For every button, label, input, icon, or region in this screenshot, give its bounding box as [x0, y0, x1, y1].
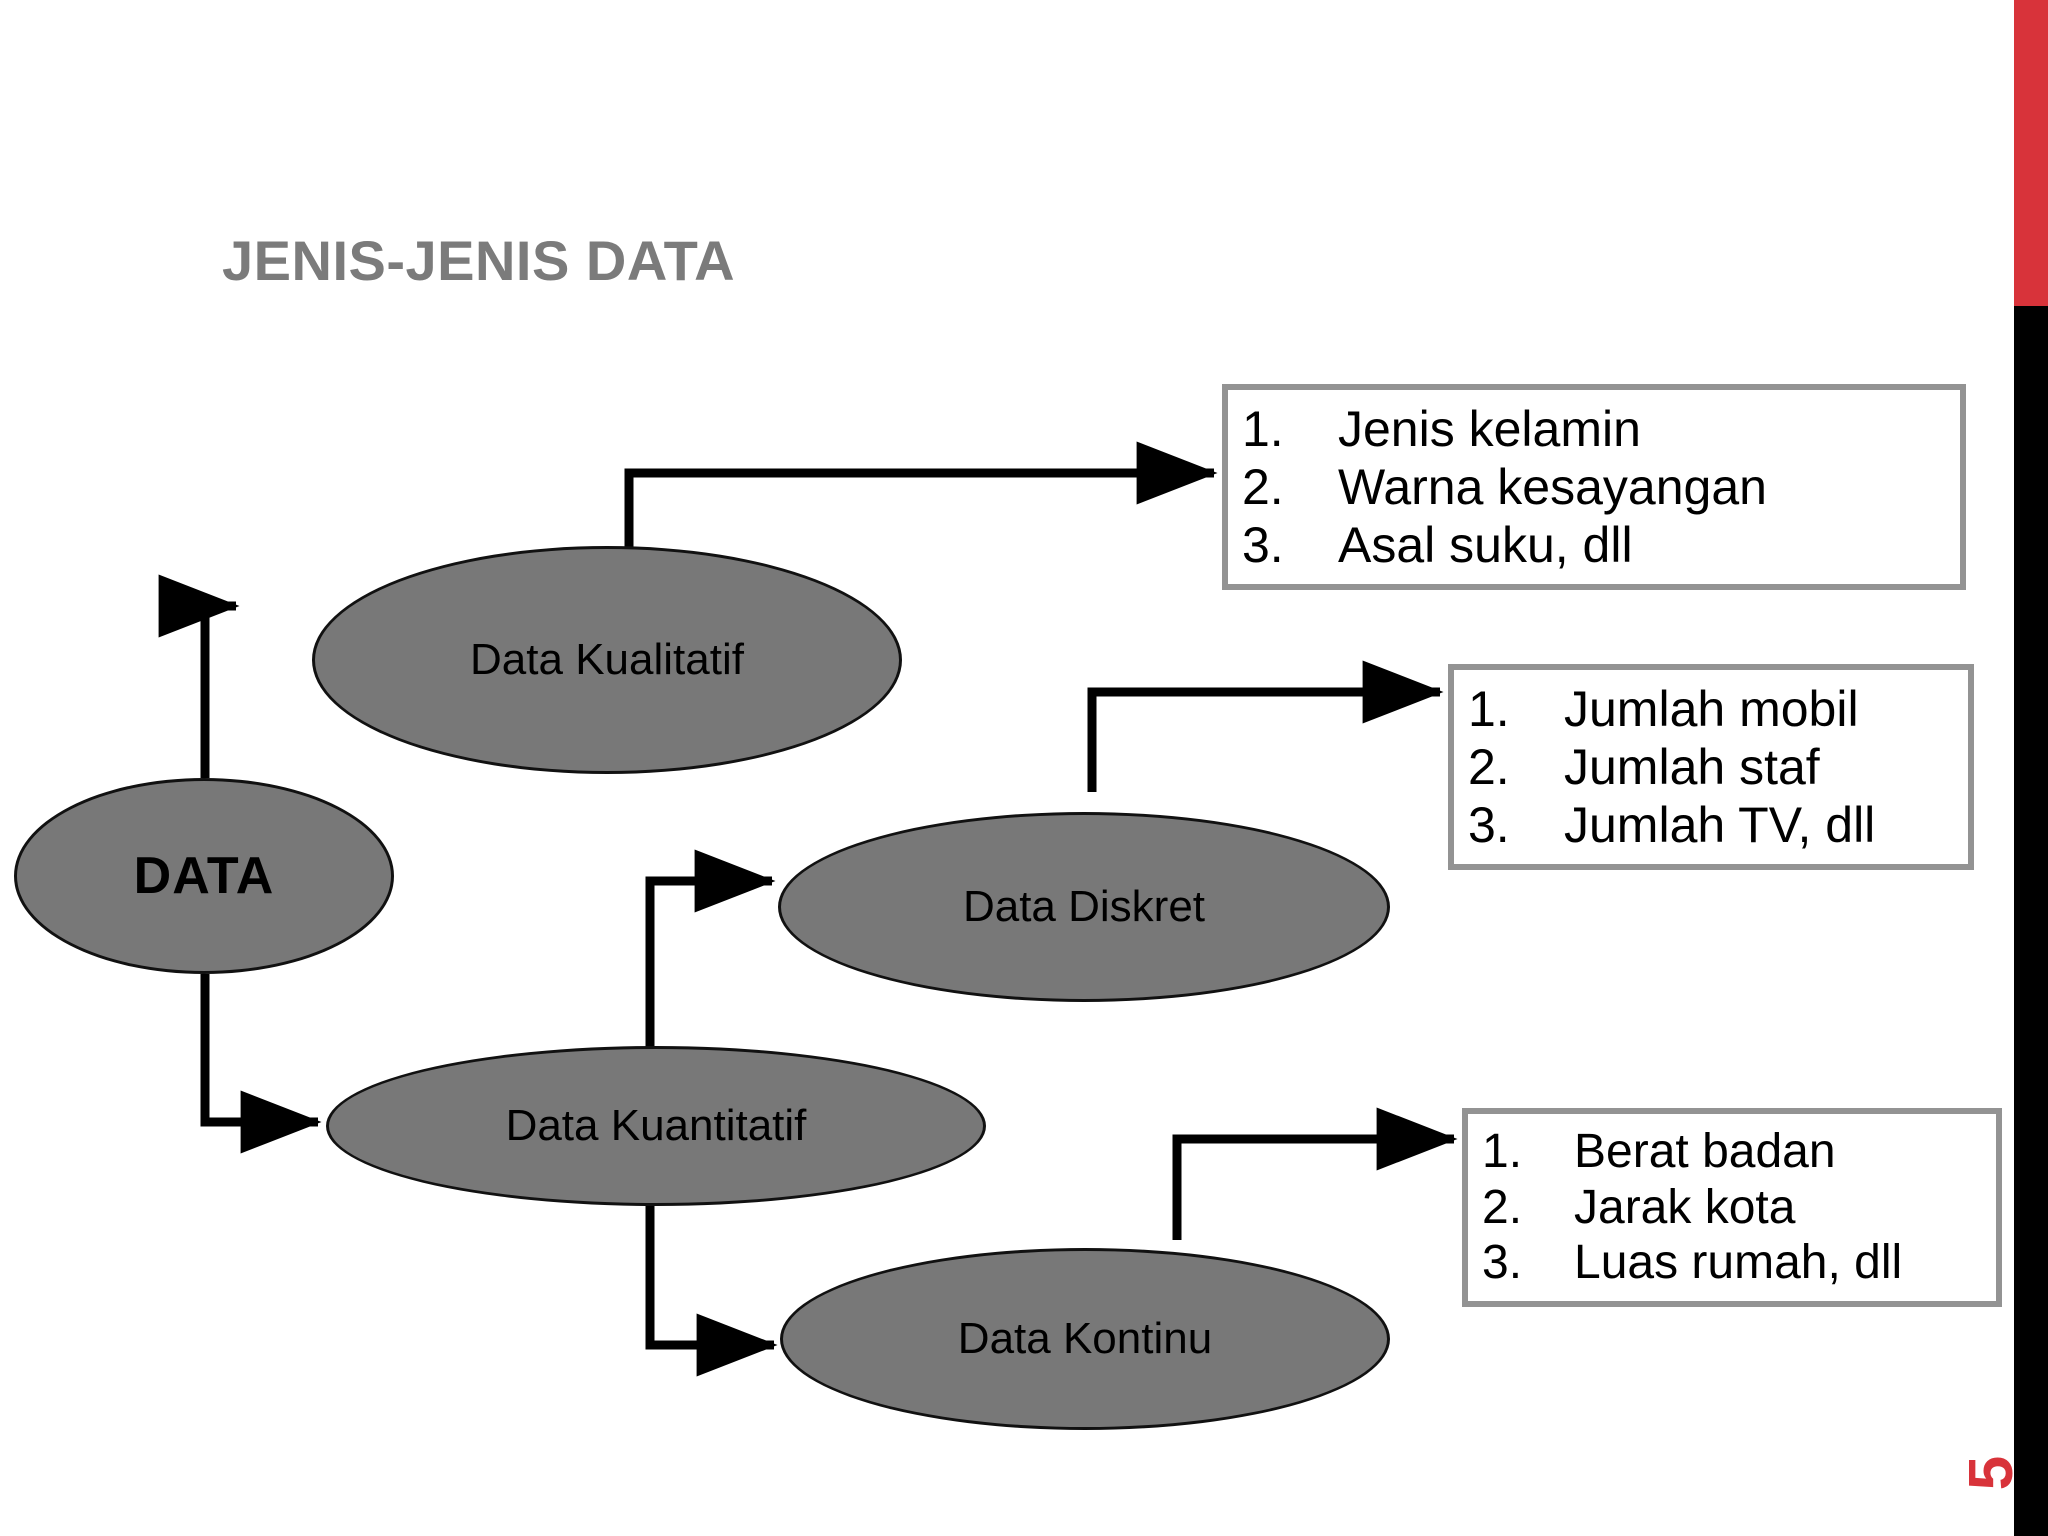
node-data-kualitatif-label: Data Kualitatif: [470, 634, 744, 684]
list-item-text: Jenis kelamin: [1338, 401, 1641, 457]
node-data-kuantitatif-label: Data Kuantitatif: [505, 1100, 807, 1150]
list-item: 3. Luas rumah, dll: [1482, 1235, 1988, 1291]
node-data[interactable]: DATA: [14, 778, 394, 974]
list-item: 1. Jenis kelamin: [1242, 400, 1952, 458]
list-item-number: 1.: [1468, 681, 1510, 737]
list-item: 3. Jumlah TV, dll: [1468, 796, 1960, 854]
node-data-kontinu[interactable]: Data Kontinu: [780, 1248, 1390, 1430]
edge-accent-bar-red: [2014, 0, 2048, 306]
list-item-text: Jumlah staf: [1564, 739, 1820, 795]
list-item-number: 2.: [1482, 1180, 1523, 1234]
connector-data-to-kualitatif: [158, 574, 240, 778]
example-box-kualitatif: 1. Jenis kelamin 2. Warna kesayangan 3. …: [1222, 384, 1966, 590]
connector-kualitatif-to-examples: [624, 441, 1218, 576]
example-box-diskret: 1. Jumlah mobil 2. Jumlah staf 3. Jumlah…: [1448, 664, 1974, 870]
list-item-number: 2.: [1242, 459, 1284, 515]
node-data-kuantitatif[interactable]: Data Kuantitatif: [326, 1046, 986, 1206]
list-item-text: Warna kesayangan: [1338, 459, 1767, 515]
list-item-text: Luas rumah, dll: [1574, 1236, 1903, 1290]
connector-diskret-to-examples: [1087, 660, 1444, 792]
list-item: 1. Jumlah mobil: [1468, 680, 1960, 738]
list-item: 2. Warna kesayangan: [1242, 458, 1952, 516]
list-item-number: 1.: [1242, 401, 1284, 457]
list-item-text: Jumlah TV, dll: [1564, 797, 1876, 853]
connector-kontinu-to-examples: [1172, 1107, 1458, 1240]
example-box-kontinu: 1. Berat badan 2. Jarak kota 3. Luas rum…: [1462, 1108, 2002, 1308]
connector-data-to-kuantitatif: [200, 974, 322, 1154]
list-item-number: 3.: [1468, 797, 1510, 853]
connector-kuantitatif-to-diskret: [645, 849, 776, 1058]
node-data-kontinu-label: Data Kontinu: [957, 1313, 1213, 1363]
edge-accent-bar-black: [2014, 306, 2048, 1536]
page-title: JENIS-JENIS DATA: [222, 229, 736, 292]
list-item: 2. Jarak kota: [1482, 1180, 1988, 1236]
example-list: 1. Jenis kelamin 2. Warna kesayangan 3. …: [1242, 400, 1952, 574]
node-data-label: DATA: [133, 846, 275, 905]
page-number: 5: [1957, 1455, 2026, 1491]
list-item: 2. Jumlah staf: [1468, 738, 1960, 796]
list-item: 1. Berat badan: [1482, 1124, 1988, 1180]
list-item-number: 3.: [1242, 517, 1284, 573]
list-item-text: Jarak kota: [1574, 1180, 1796, 1234]
example-list: 1. Jumlah mobil 2. Jumlah staf 3. Jumlah…: [1468, 680, 1960, 854]
list-item-text: Jumlah mobil: [1564, 681, 1859, 737]
list-item-text: Asal suku, dll: [1338, 517, 1633, 573]
list-item-text: Berat badan: [1574, 1125, 1836, 1178]
list-item-number: 1.: [1482, 1125, 1523, 1178]
list-item-number: 2.: [1468, 739, 1510, 795]
node-data-diskret[interactable]: Data Diskret: [778, 812, 1390, 1002]
list-item: 3. Asal suku, dll: [1242, 516, 1952, 574]
node-data-kualitatif[interactable]: Data Kualitatif: [312, 546, 902, 774]
example-list: 1. Berat badan 2. Jarak kota 3. Luas rum…: [1482, 1124, 1988, 1291]
list-item-number: 3.: [1482, 1236, 1523, 1290]
node-data-diskret-label: Data Diskret: [962, 881, 1206, 931]
connector-kuantitatif-to-kontinu: [645, 1196, 778, 1377]
